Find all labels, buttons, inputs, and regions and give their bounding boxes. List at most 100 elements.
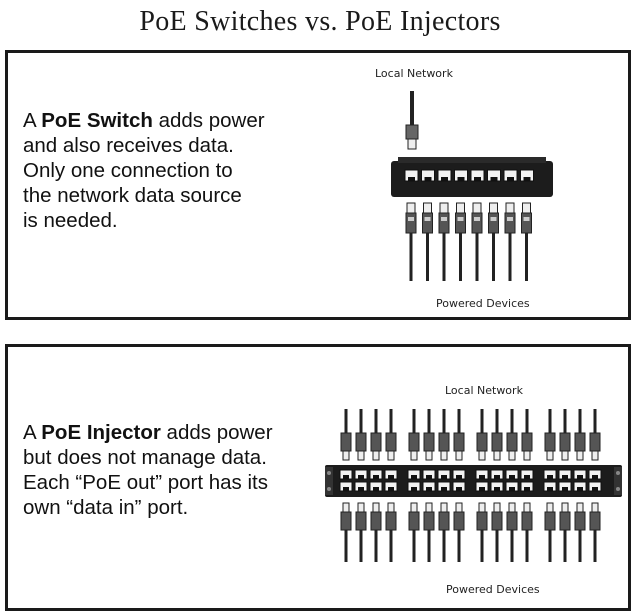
powered-device-cables xyxy=(405,202,532,281)
poe-injector-panel: A PoE Injector adds power but does not m… xyxy=(5,344,631,611)
injector-powered-devices-label: Powered Devices xyxy=(446,583,540,596)
injector-port xyxy=(369,481,383,492)
data-in-cable xyxy=(385,409,397,461)
injector-port xyxy=(384,481,398,492)
poe-out-cable xyxy=(506,502,518,562)
data-in-cable xyxy=(559,409,571,461)
injector-port xyxy=(422,481,436,492)
data-in-cable xyxy=(491,409,503,461)
injector-line4: own “data in” port. xyxy=(23,496,189,519)
uplink-cable xyxy=(405,91,419,150)
poe-switch-device xyxy=(391,157,553,197)
injector-port xyxy=(475,469,489,480)
injector-port xyxy=(588,481,602,492)
injector-line1-prefix: A xyxy=(23,421,42,444)
switch-port xyxy=(487,169,501,182)
poe-out-cable xyxy=(355,502,367,562)
injector-port xyxy=(339,481,353,492)
injector-port xyxy=(407,469,421,480)
poe-out-cable xyxy=(521,502,533,562)
device-cable xyxy=(438,202,450,281)
switch-line1-prefix: A xyxy=(23,109,42,132)
data-in-cable xyxy=(589,409,601,461)
switch-line1-suffix: adds power xyxy=(152,109,265,132)
injector-port xyxy=(369,469,383,480)
poe-out-cables xyxy=(340,502,601,562)
data-in-cable xyxy=(544,409,556,461)
injector-local-network-label: Local Network xyxy=(445,384,523,397)
data-in-cable xyxy=(521,409,533,461)
injector-line3: Each “PoE out” port has its xyxy=(23,471,268,494)
injector-port xyxy=(520,481,534,492)
data-in-cable xyxy=(355,409,367,461)
poe-out-cable xyxy=(589,502,601,562)
injector-port xyxy=(505,469,519,480)
switch-port xyxy=(503,169,518,182)
injector-port xyxy=(543,481,557,492)
device-cable xyxy=(405,202,417,281)
device-cable xyxy=(504,202,516,281)
device-cable xyxy=(521,202,532,281)
injector-port xyxy=(558,469,572,480)
data-in-cable xyxy=(423,409,435,461)
switch-port xyxy=(520,169,534,182)
injector-port xyxy=(558,481,572,492)
injector-line1-suffix: adds power xyxy=(160,421,273,444)
injector-port xyxy=(475,481,489,492)
data-in-cable xyxy=(370,409,382,461)
switch-port xyxy=(470,169,485,182)
injector-port xyxy=(407,481,421,492)
poe-out-cable xyxy=(574,502,586,562)
injector-port xyxy=(490,469,504,480)
poe-injector-term: PoE Injector xyxy=(41,421,161,444)
poe-injector-illustration xyxy=(325,409,622,562)
poe-switch-description: A PoE Switch adds power and also receive… xyxy=(23,108,313,233)
device-cable xyxy=(422,202,433,281)
data-in-cables xyxy=(340,409,601,461)
switch-port xyxy=(454,169,468,182)
injector-port xyxy=(437,469,451,480)
injector-port xyxy=(573,469,587,480)
switch-line2: and also receives data. xyxy=(23,134,234,157)
injector-port xyxy=(490,481,504,492)
injector-port xyxy=(520,469,534,480)
device-cable xyxy=(455,202,466,281)
injector-port xyxy=(354,469,368,480)
data-in-cable xyxy=(340,409,352,461)
switch-line4: the network data source xyxy=(23,184,242,207)
poe-out-cable xyxy=(370,502,382,562)
injector-port xyxy=(384,469,398,480)
page-title: PoE Switches vs. PoE Injectors xyxy=(139,6,501,37)
injector-port xyxy=(588,469,602,480)
switch-local-network-label: Local Network xyxy=(375,67,453,80)
poe-injector-device xyxy=(325,465,622,497)
injector-port xyxy=(573,481,587,492)
poe-out-cable xyxy=(544,502,556,562)
data-in-cable xyxy=(506,409,518,461)
poe-out-cable xyxy=(476,502,488,562)
poe-out-cable xyxy=(423,502,435,562)
switch-port xyxy=(437,169,452,182)
data-in-cable xyxy=(408,409,420,461)
injector-line2: but does not manage data. xyxy=(23,446,267,469)
injector-port xyxy=(354,481,368,492)
poe-switch-illustration xyxy=(391,91,553,281)
poe-out-cable xyxy=(340,502,352,562)
switch-line3: Only one connection to xyxy=(23,159,233,182)
injector-port xyxy=(339,469,353,480)
poe-out-cable xyxy=(438,502,450,562)
data-in-cable xyxy=(438,409,450,461)
injector-port xyxy=(543,469,557,480)
switch-powered-devices-label: Powered Devices xyxy=(436,297,530,310)
injector-port xyxy=(505,481,519,492)
poe-out-cable xyxy=(453,502,465,562)
data-in-cable xyxy=(476,409,488,461)
data-in-cable xyxy=(453,409,465,461)
injector-port xyxy=(437,481,451,492)
switch-port xyxy=(404,169,419,182)
data-in-cable xyxy=(574,409,586,461)
injector-port xyxy=(452,469,466,480)
injector-port xyxy=(422,469,436,480)
poe-out-cable xyxy=(408,502,420,562)
poe-switch-term: PoE Switch xyxy=(41,109,153,132)
